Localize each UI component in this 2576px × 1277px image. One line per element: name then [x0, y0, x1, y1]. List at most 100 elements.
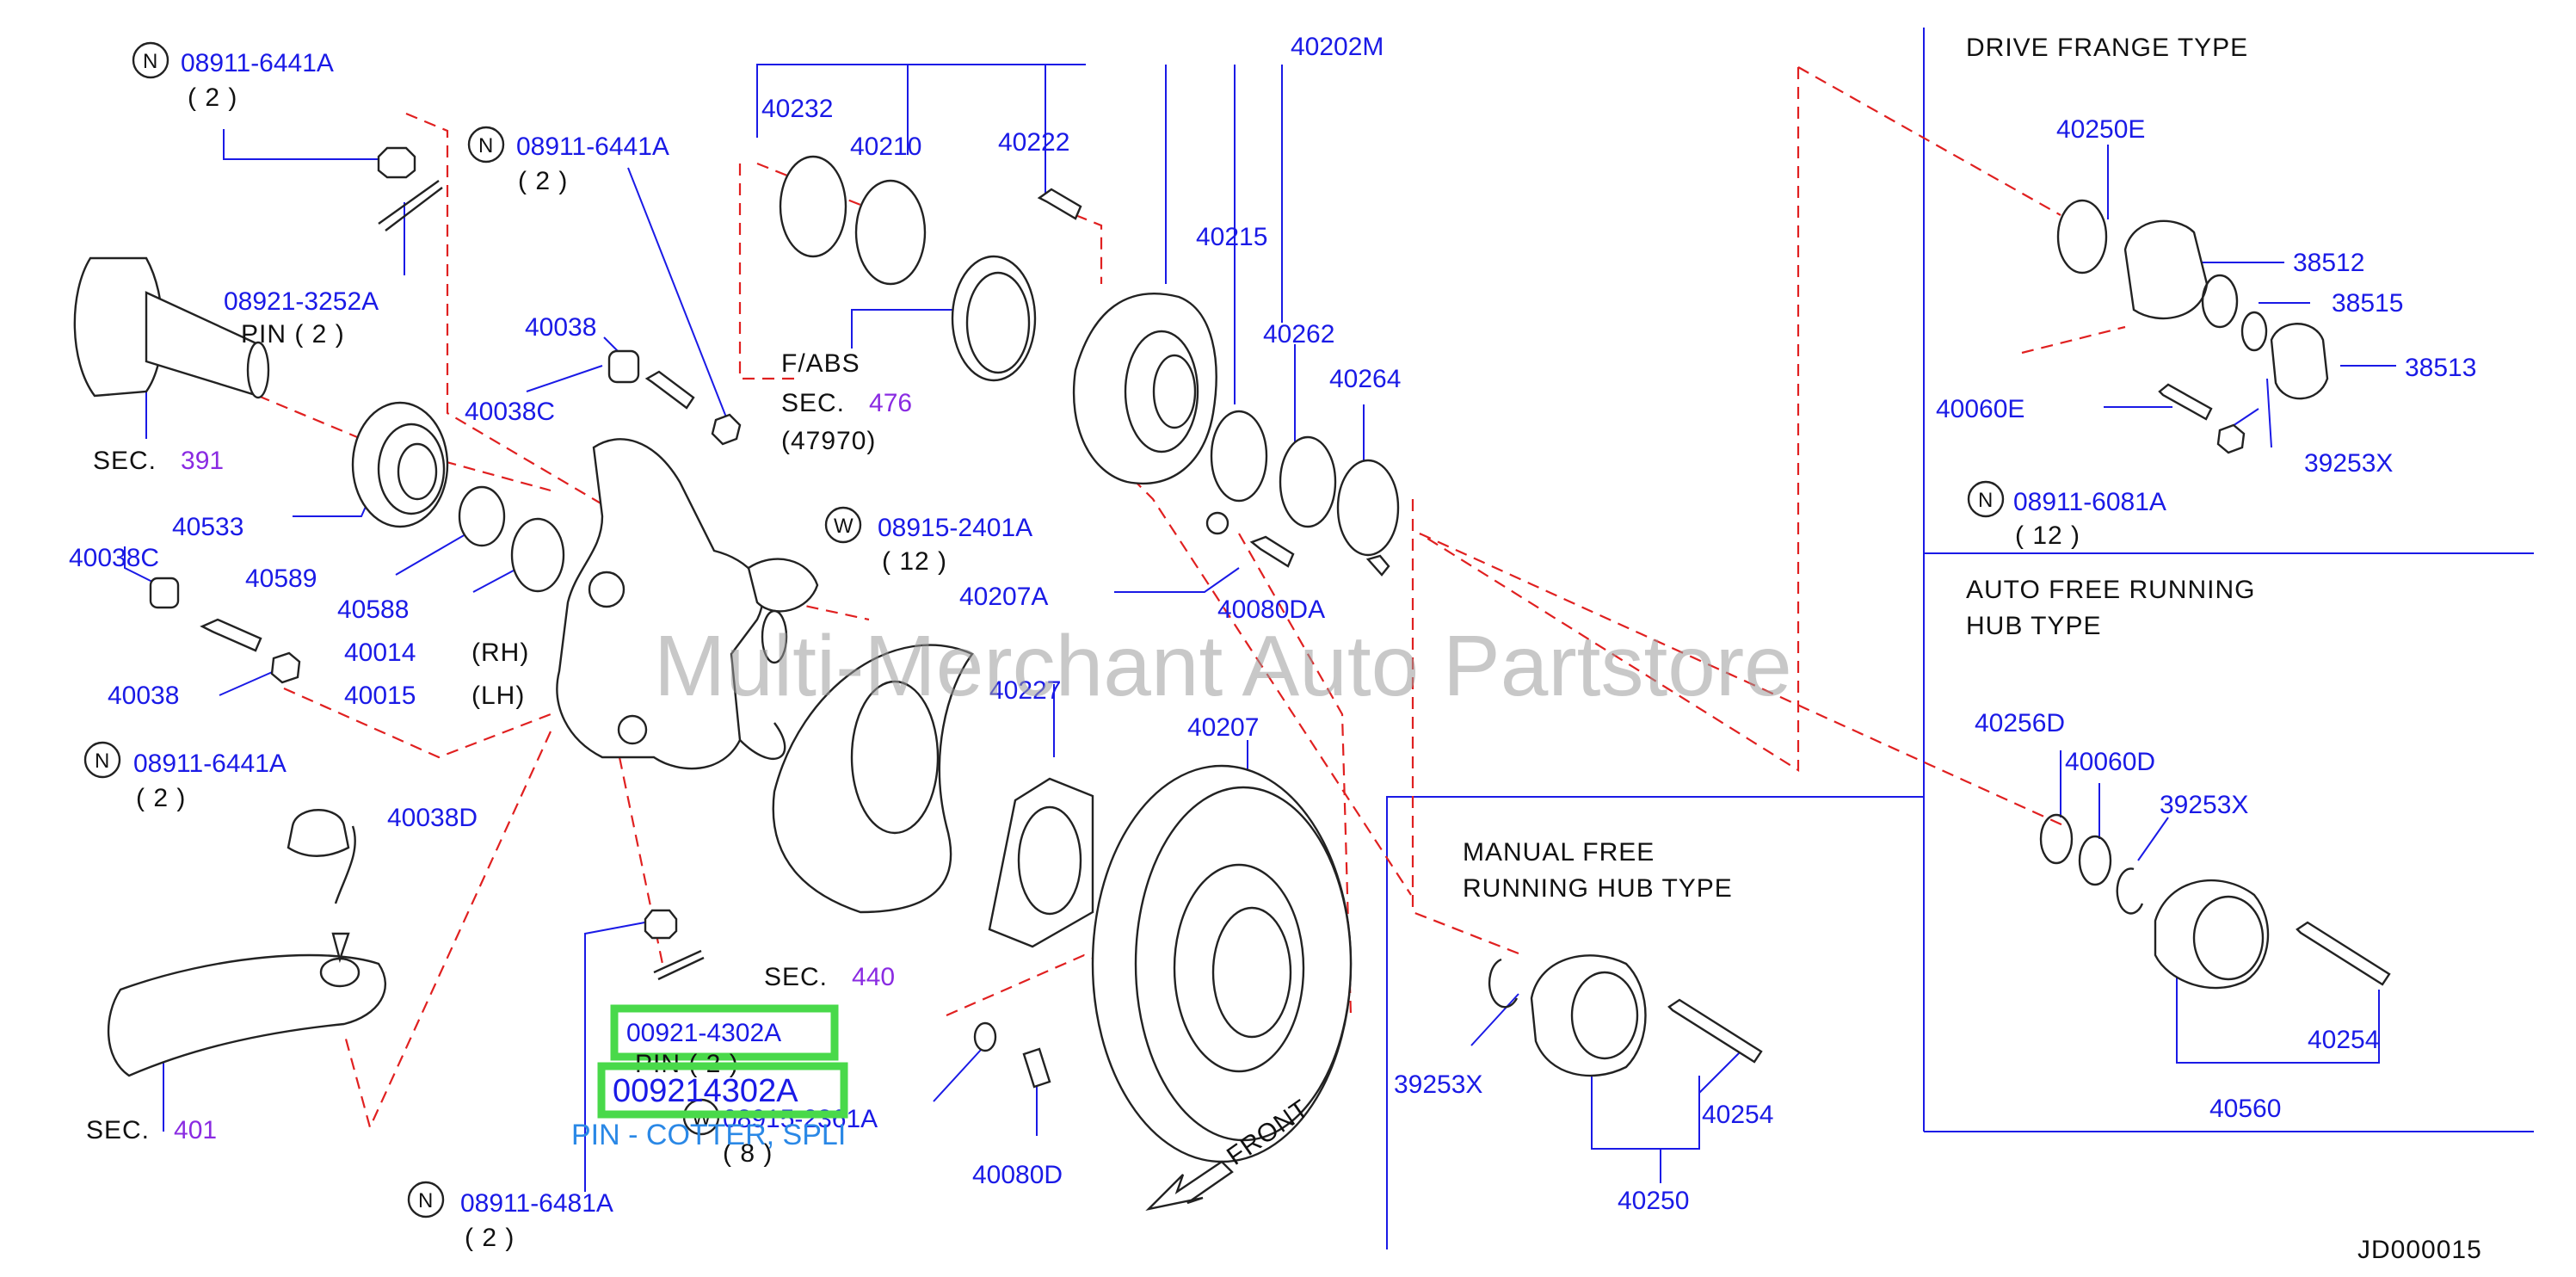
qty-label: ( 12 )	[882, 547, 947, 576]
part-label[interactable]: 38513	[2405, 354, 2476, 382]
side-label: (RH)	[471, 638, 529, 667]
circle-n: N	[418, 1189, 433, 1212]
part-label[interactable]: 40015	[344, 682, 416, 710]
part-label[interactable]: 40215	[1196, 223, 1267, 251]
sec-401-ref[interactable]: SEC.401	[86, 1116, 217, 1144]
part-label[interactable]: 40060D	[2065, 748, 2155, 776]
bolt-40080DA	[1249, 535, 1295, 568]
abs-ring	[951, 255, 1037, 382]
part-label[interactable]: 40038C	[465, 398, 555, 426]
part-label[interactable]: 08911-6481A	[460, 1189, 613, 1218]
rotor-40207	[1091, 764, 1353, 1163]
part-label[interactable]: 40254	[1702, 1101, 1773, 1129]
part-label[interactable]: 39253X	[2304, 449, 2393, 478]
part-label[interactable]: 08921-3252A	[224, 287, 379, 316]
bushing-40588	[510, 517, 565, 593]
hub-40202M	[1072, 293, 1217, 485]
part-label[interactable]: 40038C	[69, 544, 159, 572]
circle-n: N	[143, 50, 157, 73]
section-frames	[1386, 28, 2534, 1249]
part-label[interactable]: 39253X	[2160, 791, 2248, 819]
part-label[interactable]: 40038	[525, 313, 596, 342]
part-label[interactable]: 40227	[989, 676, 1061, 705]
washer-40256D	[2039, 813, 2074, 865]
part-label[interactable]: 40533	[172, 513, 243, 541]
cap-40038C	[149, 577, 180, 609]
part-label[interactable]: 08915-2361A	[723, 1105, 878, 1133]
qty-label: ( 2 )	[136, 784, 186, 812]
part-label[interactable]: 40038D	[387, 804, 478, 832]
sec-476-sub: (47970)	[781, 427, 876, 455]
hub-40560	[2154, 879, 2270, 990]
part-label[interactable]: 38512	[2293, 249, 2364, 277]
part-label[interactable]: 40560	[2209, 1095, 2281, 1123]
part-drawings	[73, 146, 2391, 1211]
highlighted-parts: 00921-4302A PIN ( 2 ) 009214302A PIN - C…	[571, 1004, 848, 1151]
part-label[interactable]: 40232	[761, 95, 833, 123]
part-label[interactable]: 40210	[850, 133, 921, 161]
part-label[interactable]: 40060E	[1936, 395, 2024, 423]
ring-39253X	[2240, 311, 2268, 352]
part-label[interactable]: 40202M	[1291, 33, 1384, 61]
part-label[interactable]: 40250	[1618, 1187, 1689, 1215]
highlight-part-number-2[interactable]: 009214302A	[613, 1073, 798, 1109]
ring-40060D	[2078, 835, 2112, 886]
highlight-part-number-1[interactable]: 00921-4302A	[626, 1019, 781, 1047]
stud-40060E	[2158, 383, 2213, 421]
part-label[interactable]: 08911-6441A	[516, 133, 669, 161]
part-label[interactable]: 40588	[337, 595, 409, 624]
sec-440-ref[interactable]: SEC.440	[764, 963, 895, 991]
part-label[interactable]: 40589	[245, 564, 317, 593]
sec-391-ref[interactable]: SEC.391	[93, 447, 224, 475]
boot-40038D	[287, 809, 350, 857]
part-label[interactable]: 40014	[344, 638, 416, 667]
seal-40232	[779, 155, 847, 258]
part-label[interactable]: 40264	[1329, 365, 1401, 393]
part-label[interactable]: 08915-2401A	[878, 514, 1032, 542]
seal-40589	[458, 485, 506, 547]
qty-label: ( 2 )	[188, 83, 237, 112]
part-labels: 08911-6441A ( 2 ) 08911-6441A ( 2 ) 0892…	[69, 33, 2476, 1252]
snap-ring-38515	[2201, 274, 2239, 329]
side-label: (LH)	[471, 682, 525, 710]
part-label[interactable]: 40080DA	[1217, 595, 1325, 624]
part-label[interactable]: 40250E	[2056, 115, 2145, 144]
section-refs: SEC.391 F/ABS SEC.476 (47970) SEC.440 SE…	[86, 349, 912, 1144]
part-label[interactable]: 38515	[2332, 289, 2403, 318]
plate-40264	[1336, 459, 1400, 557]
splash-shield	[772, 644, 974, 914]
part-label[interactable]: 40038	[108, 682, 179, 710]
hub-40250	[1530, 954, 1647, 1077]
cotter-pin-icon	[378, 180, 443, 231]
part-label[interactable]: 40262	[1263, 320, 1334, 349]
part-label[interactable]: 08911-6081A	[2013, 488, 2166, 516]
bearing-40210	[854, 179, 927, 286]
nut-bottom-icon	[644, 909, 678, 940]
part-label[interactable]: 40222	[998, 128, 1069, 157]
cap-40250E	[2056, 199, 2108, 275]
part-label[interactable]: 40256D	[1975, 709, 2065, 737]
stud-40222	[1037, 188, 1082, 220]
section-titles: DRIVE FRANGE TYPE AUTO FREE RUNNING HUB …	[1463, 34, 2254, 903]
diagram-code: JD000015	[2357, 1236, 2482, 1264]
part-label[interactable]: 39253X	[1394, 1070, 1482, 1099]
part-label[interactable]: 40254	[2308, 1026, 2379, 1054]
cotter-pin-bottom-icon	[653, 949, 705, 981]
part-label[interactable]: 40207	[1187, 713, 1259, 742]
nut-icon	[2216, 423, 2246, 454]
manual-free-title-1: MANUAL FREE	[1463, 838, 1655, 867]
part-label[interactable]: 08911-6441A	[133, 750, 287, 778]
part-label[interactable]: 40080D	[972, 1161, 1063, 1189]
highlight-box-2[interactable]	[597, 1062, 848, 1119]
part-label[interactable]: 08911-6441A	[181, 49, 334, 77]
nut-icon	[711, 413, 742, 446]
bolt-40254-b	[1667, 998, 1763, 1064]
qty-label: ( 8 )	[723, 1139, 773, 1168]
highlight-box-1[interactable]	[610, 1004, 839, 1061]
hover-tooltip: PIN - COTTER, SPLI	[571, 1119, 846, 1151]
ring-39253X-b	[2116, 867, 2144, 915]
part-label[interactable]: 40207A	[959, 583, 1048, 611]
sec-476-ref[interactable]: SEC.476	[781, 389, 912, 417]
manual-free-title-2: RUNNING HUB TYPE	[1463, 874, 1733, 903]
cap-38513	[2270, 323, 2329, 400]
